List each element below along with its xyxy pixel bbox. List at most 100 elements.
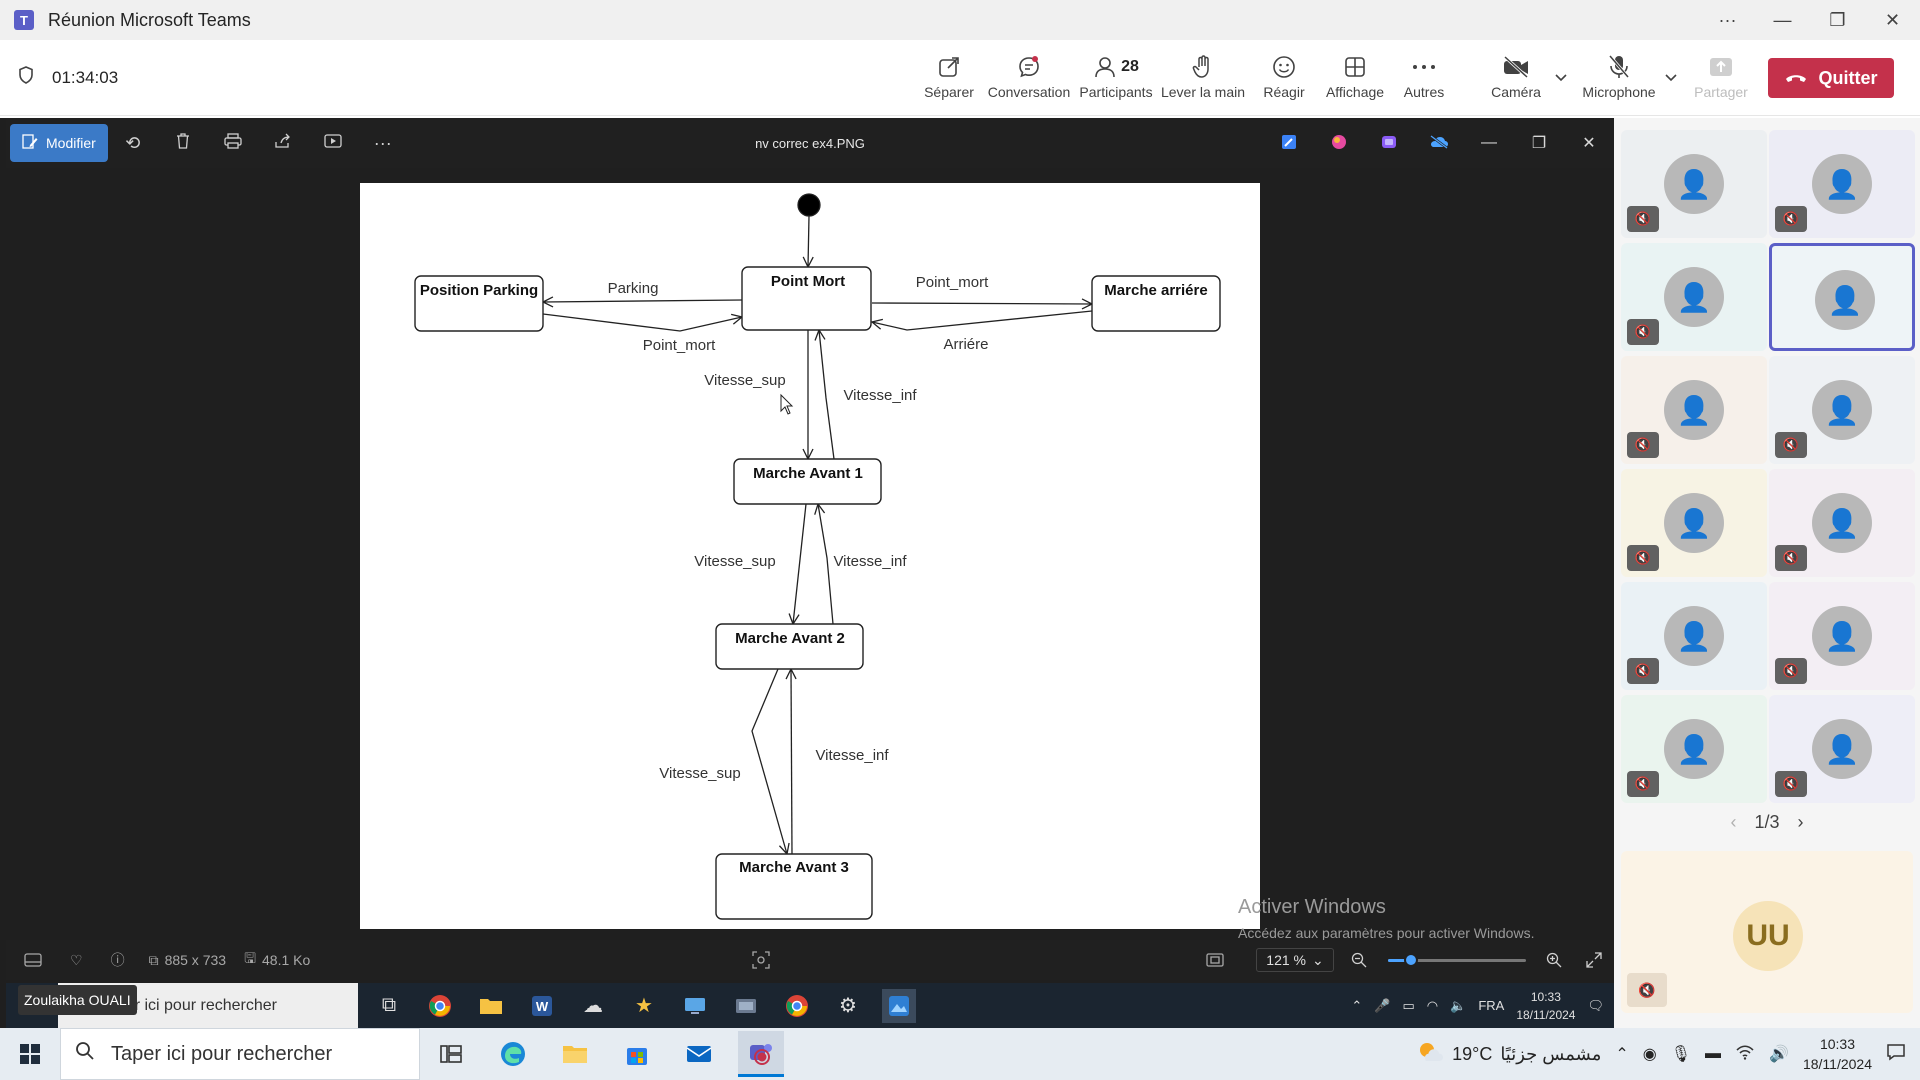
tray-mic-icon: 🎤 bbox=[1374, 997, 1391, 1013]
share-icon[interactable] bbox=[258, 133, 308, 154]
view-button[interactable]: Affichage bbox=[1310, 50, 1400, 100]
share-button[interactable]: Partager bbox=[1676, 50, 1766, 100]
separate-button[interactable]: Séparer bbox=[904, 50, 994, 100]
participant-tile-speaking[interactable]: 👤 bbox=[1769, 243, 1915, 351]
viewer-restore-icon[interactable]: ❐ bbox=[1531, 135, 1547, 152]
info-icon[interactable]: ⓘ bbox=[110, 952, 125, 968]
mail-icon[interactable] bbox=[676, 1031, 722, 1077]
label-vitesse-inf-3: Vitesse_inf bbox=[815, 747, 889, 764]
meeting-timer: 01:34:03 bbox=[18, 66, 118, 89]
gallery-pager: ‹ 1/3 › bbox=[1614, 812, 1920, 833]
editor-app-icon[interactable] bbox=[1264, 134, 1314, 153]
quit-meeting-button[interactable]: Quitter bbox=[1768, 58, 1894, 98]
partly-sunny-icon bbox=[1416, 1040, 1444, 1069]
state-label-parking: Position Parking bbox=[420, 282, 538, 299]
windows-start-icon[interactable] bbox=[0, 1028, 60, 1080]
shared-taskbar-apps: ⧉ W ☁ ★ ⚙ bbox=[372, 983, 916, 1028]
restore-icon[interactable]: ❐ bbox=[1829, 9, 1846, 30]
transition-point-mort-left bbox=[542, 313, 742, 332]
viewer-close-icon[interactable]: ✕ bbox=[1582, 135, 1596, 152]
participant-tile[interactable]: 👤 🔇 bbox=[1621, 582, 1767, 690]
more-actions-button[interactable]: Autres bbox=[1379, 50, 1469, 100]
microphone-tray-icon[interactable]: 🎙 bbox=[1670, 1046, 1692, 1063]
state-diagram-image: Position Parking Point Mort Marche arrié… bbox=[360, 183, 1260, 929]
action-center-icon[interactable] bbox=[1886, 1043, 1906, 1066]
title-bar: T Réunion Microsoft Teams ··· — ❐ ✕ bbox=[0, 0, 1920, 40]
label-vitesse-inf-1: Vitesse_inf bbox=[843, 387, 917, 404]
mic-off-icon bbox=[1607, 50, 1631, 84]
paint-app-icon[interactable] bbox=[1314, 134, 1364, 153]
participant-tile[interactable]: 👤 🔇 bbox=[1621, 130, 1767, 238]
next-page-icon[interactable]: › bbox=[1797, 812, 1804, 832]
muted-mic-icon: 🔇 bbox=[1775, 432, 1807, 458]
slideshow-icon[interactable] bbox=[308, 133, 358, 154]
raise-hand-button[interactable]: Lever la main bbox=[1158, 50, 1248, 100]
onedrive-off-icon[interactable] bbox=[1414, 134, 1464, 152]
participant-tile[interactable]: 👤 🔇 bbox=[1769, 130, 1915, 238]
taskbar-clock[interactable]: 10:33 18/11/2024 bbox=[1802, 1036, 1872, 1072]
participant-tile[interactable]: 👤 🔇 bbox=[1621, 243, 1767, 351]
viewer-more-icon[interactable]: ··· bbox=[373, 132, 392, 153]
participant-tile[interactable]: 👤 🔇 bbox=[1621, 356, 1767, 464]
microphone-options-chevron-icon[interactable] bbox=[1664, 70, 1678, 86]
remote-desktop-icon bbox=[678, 989, 712, 1023]
edge-icon[interactable] bbox=[490, 1031, 536, 1077]
tray-volume-icon: 🔈 bbox=[1450, 997, 1467, 1013]
shared-screen: Modifier ⟲ ··· nv correc ex4.PNG bbox=[0, 118, 1614, 1028]
self-video-tile[interactable]: UU 🔇 bbox=[1621, 851, 1913, 1013]
battery-icon[interactable]: ▬ bbox=[1705, 1045, 1722, 1062]
fit-to-window-icon[interactable] bbox=[1206, 953, 1224, 967]
zoom-slider-handle[interactable] bbox=[1404, 953, 1419, 967]
default-avatar-icon: 👤 bbox=[1664, 719, 1724, 779]
favorite-heart-icon[interactable]: ♡ bbox=[70, 951, 83, 968]
zoom-slider-fill bbox=[1388, 959, 1412, 962]
clipchamp-app-icon[interactable] bbox=[1364, 134, 1414, 153]
filmstrip-icon[interactable] bbox=[24, 953, 42, 967]
visual-search-icon[interactable] bbox=[752, 951, 770, 969]
participant-tile[interactable]: 👤 🔇 bbox=[1769, 582, 1915, 690]
minimize-icon[interactable]: — bbox=[1773, 9, 1792, 30]
network-wifi-icon[interactable] bbox=[1735, 1044, 1755, 1065]
print-icon[interactable] bbox=[208, 132, 258, 154]
viewer-minimize-icon[interactable]: — bbox=[1481, 134, 1497, 151]
show-hidden-icons-icon[interactable]: ⌃ bbox=[1615, 1046, 1629, 1063]
label-vitesse-inf-2: Vitesse_inf bbox=[833, 553, 907, 570]
camera-button[interactable]: Caméra bbox=[1471, 50, 1561, 100]
word-icon: W bbox=[525, 989, 559, 1023]
search-icon bbox=[75, 1041, 95, 1067]
zoom-slider[interactable] bbox=[1388, 953, 1526, 967]
teams-taskbar-icon[interactable] bbox=[738, 1031, 784, 1077]
weather-widget[interactable]: 19°C مشمس جزئيًا bbox=[1416, 1040, 1601, 1069]
camera-options-chevron-icon[interactable] bbox=[1554, 70, 1568, 86]
viewer-window-controls: — ❐ ✕ bbox=[1264, 118, 1614, 168]
taskbar-search-box[interactable]: Taper ici pour rechercher bbox=[60, 1028, 420, 1080]
fullscreen-icon[interactable] bbox=[1586, 952, 1602, 968]
store-icon[interactable] bbox=[614, 1031, 660, 1077]
microphone-button[interactable]: Microphone bbox=[1574, 50, 1664, 100]
volume-icon[interactable]: 🔊 bbox=[1769, 1046, 1789, 1063]
previous-page-icon[interactable]: ‹ bbox=[1730, 812, 1737, 832]
file-size-icon: 🖫 bbox=[244, 950, 256, 966]
close-icon[interactable]: ✕ bbox=[1884, 9, 1901, 30]
participant-tile[interactable]: 👤 🔇 bbox=[1621, 695, 1767, 803]
participant-tile[interactable]: 👤 🔇 bbox=[1621, 469, 1767, 577]
delete-icon[interactable] bbox=[158, 132, 208, 154]
participant-tile[interactable]: 👤 🔇 bbox=[1769, 356, 1915, 464]
modify-button[interactable]: Modifier bbox=[10, 124, 108, 162]
camera-tray-icon[interactable]: ◉ bbox=[1642, 1046, 1657, 1063]
task-view-icon[interactable] bbox=[428, 1031, 474, 1077]
rotate-icon[interactable]: ⟲ bbox=[125, 132, 141, 153]
state-marche-arriere bbox=[1091, 275, 1221, 332]
camera-off-icon bbox=[1502, 50, 1530, 84]
folder-icon[interactable] bbox=[552, 1031, 598, 1077]
window-controls: ··· — ❐ ✕ bbox=[1700, 0, 1920, 40]
zoom-level-dropdown[interactable]: 121 % ⌄ bbox=[1256, 948, 1334, 972]
zoom-out-icon[interactable] bbox=[1351, 952, 1367, 968]
chat-button[interactable]: Conversation bbox=[984, 50, 1074, 100]
zoom-in-icon[interactable] bbox=[1546, 952, 1562, 968]
more-options-icon[interactable]: ··· bbox=[1718, 9, 1737, 30]
react-button[interactable]: Réagir bbox=[1239, 50, 1329, 100]
participant-tile[interactable]: 👤 🔇 bbox=[1769, 469, 1915, 577]
participant-tile[interactable]: 👤 🔇 bbox=[1769, 695, 1915, 803]
participants-button[interactable]: 28 Participants bbox=[1071, 50, 1161, 100]
